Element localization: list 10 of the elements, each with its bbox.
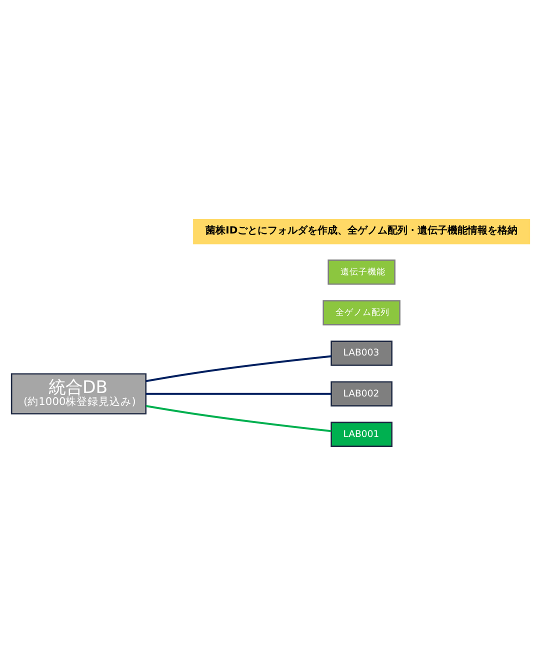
connector [146, 354, 332, 382]
connector [146, 392, 332, 394]
node-box: LAB003 [330, 340, 392, 366]
connector [146, 404, 332, 432]
node-box: 遺伝子機能 [328, 259, 396, 284]
node-box: 統合DB (約1000株登録見込み) [10, 372, 147, 414]
node-box: LAB001 [330, 421, 392, 446]
node-box: LAB002 [330, 380, 392, 406]
node-box: 全ゲノム配列 [322, 300, 400, 325]
node-box: 菌株IDごとにフォルダを作成、全ゲノム配列・遺伝子機能情報を格納 [193, 218, 530, 244]
